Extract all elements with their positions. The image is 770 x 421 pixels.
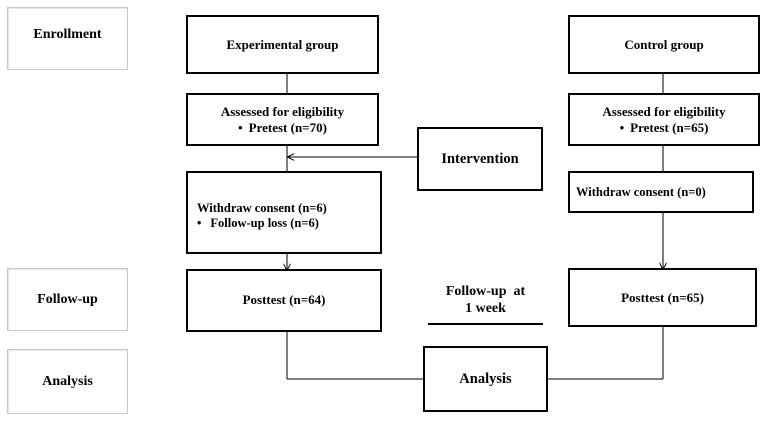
control-pretest-label: Pretest (n=65) bbox=[630, 119, 709, 135]
experimental-assess-title: Assessed for eligibility bbox=[220, 103, 345, 119]
bullet-icon: • bbox=[619, 119, 625, 135]
experimental-withdraw-box: Withdraw consent (n=6) • Follow-up loss … bbox=[186, 171, 382, 254]
bullet-icon: • bbox=[238, 119, 243, 135]
stage-followup-label: Follow-up bbox=[37, 291, 98, 307]
control-posttest-label: Posttest (n=65) bbox=[621, 289, 704, 305]
control-group-box: Control group bbox=[568, 15, 760, 74]
control-assess-title: Assessed for eligibility bbox=[602, 103, 726, 119]
experimental-assess-box: Assessed for eligibility • Pretest (n=70… bbox=[186, 93, 379, 146]
stage-enrollment-label: Enrollment bbox=[33, 26, 102, 42]
followup-note: Follow-up at 1 week bbox=[428, 283, 543, 325]
experimental-withdraw-label: Withdraw consent (n=6) bbox=[197, 200, 327, 215]
experimental-group-box: Experimental group bbox=[186, 15, 379, 74]
intervention-box: Intervention bbox=[417, 127, 543, 191]
stage-analysis: Analysis bbox=[7, 349, 128, 414]
experimental-loss-label: Follow-up loss (n=6) bbox=[210, 215, 319, 230]
control-group-title: Control group bbox=[624, 36, 704, 52]
bullet-icon: • bbox=[197, 215, 202, 230]
analysis-box: Analysis bbox=[423, 346, 548, 412]
experimental-posttest-label: Posttest (n=64) bbox=[242, 291, 326, 307]
control-posttest-box: Posttest (n=65) bbox=[568, 268, 757, 327]
control-pretest-item: • Pretest (n=65) bbox=[620, 120, 709, 136]
experimental-posttest-box: Posttest (n=64) bbox=[186, 269, 382, 332]
followup-note-line2: 1 week bbox=[465, 301, 506, 316]
experimental-pretest-item: • Pretest (n=70) bbox=[238, 120, 327, 136]
stage-analysis-label: Analysis bbox=[42, 373, 93, 389]
experimental-pretest-label: Pretest (n=70) bbox=[248, 119, 327, 135]
stage-enrollment: Enrollment bbox=[7, 7, 128, 70]
control-withdraw-label: Withdraw consent (n=0) bbox=[576, 184, 706, 199]
experimental-loss-item: • Follow-up loss (n=6) bbox=[197, 216, 380, 231]
experimental-group-title: Experimental group bbox=[226, 36, 339, 52]
stage-followup: Follow-up bbox=[7, 268, 128, 331]
control-withdraw-box: Withdraw consent (n=0) bbox=[568, 171, 754, 213]
analysis-box-label: Analysis bbox=[459, 370, 512, 387]
followup-note-line1: Follow-up at bbox=[445, 284, 526, 299]
control-assess-box: Assessed for eligibility • Pretest (n=65… bbox=[568, 93, 760, 146]
intervention-label: Intervention bbox=[441, 150, 519, 167]
